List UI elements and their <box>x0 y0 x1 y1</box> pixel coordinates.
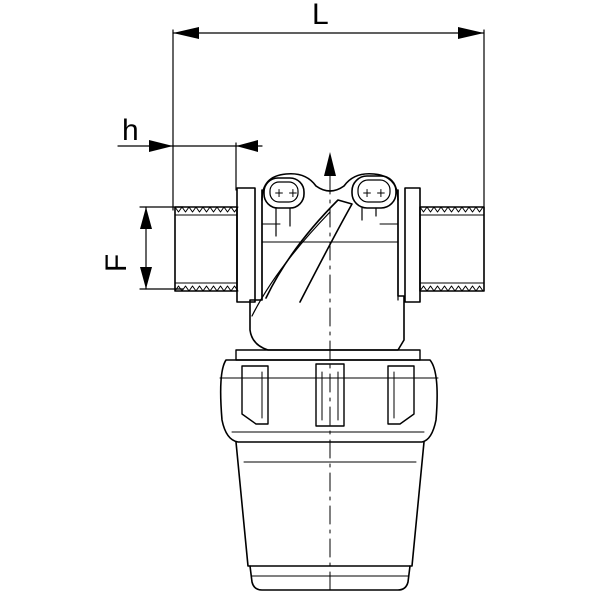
filter-bowl <box>235 441 425 591</box>
dimension-F <box>139 206 184 290</box>
dimension-label-h: h <box>122 114 139 147</box>
arrow-right-icon <box>458 27 484 39</box>
arrow-right-icon <box>149 140 173 152</box>
right-threaded-outlet <box>419 206 485 292</box>
arrow-up-icon <box>140 207 152 229</box>
arrow-down-icon <box>324 152 336 176</box>
center-line <box>324 152 336 591</box>
dimension-h <box>117 140 263 191</box>
left-flange <box>236 187 263 303</box>
arrow-down-icon <box>140 267 152 289</box>
bowl-collar <box>219 349 439 443</box>
right-flange <box>397 187 421 303</box>
dimension-L <box>172 27 485 211</box>
right-port-mark: + + <box>362 186 386 200</box>
right-gauge-port <box>351 175 397 221</box>
left-threaded-inlet <box>174 206 239 292</box>
grip-rib <box>315 363 345 427</box>
grip-rib <box>387 365 415 425</box>
grip-rib <box>241 365 269 425</box>
left-port-mark: + + <box>274 186 298 200</box>
left-gauge-port <box>263 177 305 237</box>
arrow-left-icon <box>173 27 199 39</box>
dimension-label-F: F <box>100 253 134 273</box>
dimension-label-L: L <box>312 0 329 31</box>
valve-body <box>249 172 405 351</box>
arrow-left-icon <box>236 140 258 152</box>
